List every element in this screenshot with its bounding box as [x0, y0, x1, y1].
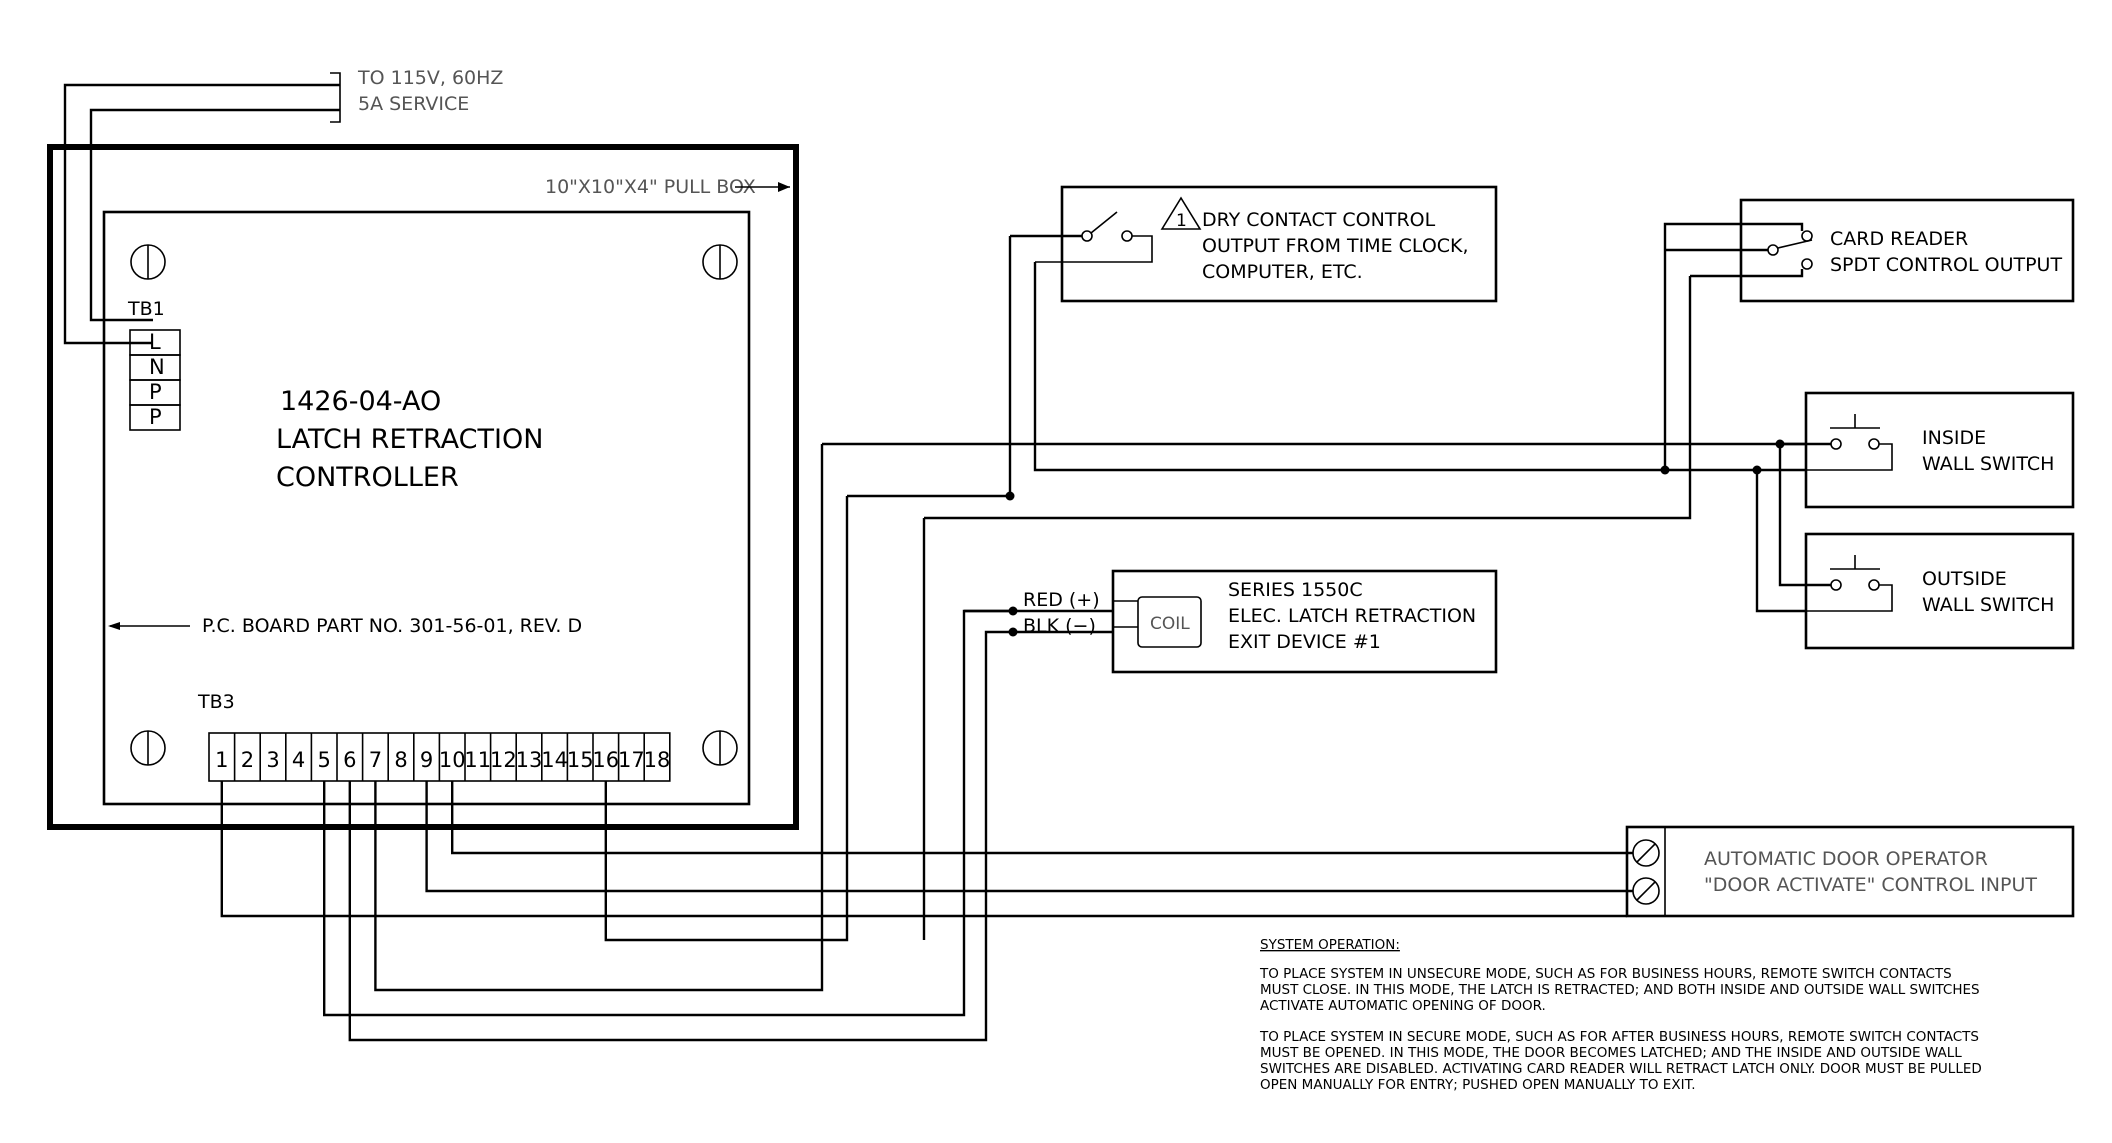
tb1-terminal-label: P [149, 405, 162, 429]
exit-device-line1: SERIES 1550C [1228, 579, 1363, 601]
card-reader-line1: CARD READER [1830, 228, 1968, 250]
mounting-screw-icon [130, 244, 166, 280]
mounting-screw-icon [702, 730, 738, 766]
controller-name-line1: LATCH RETRACTION [276, 424, 543, 455]
tb1-terminal [129, 404, 181, 431]
system-operation-line: OPEN MANUALLY FOR ENTRY; PUSHED OPEN MAN… [1260, 1077, 1696, 1093]
blk-minus-label: BLK (−) [1023, 615, 1096, 637]
tb3-wire-run [451, 781, 1633, 855]
exit-device-line3: EXIT DEVICE #1 [1228, 631, 1381, 653]
outside-pushbutton-icon [1806, 555, 1893, 612]
system-operation-line: MUST CLOSE. IN THIS MODE, THE LATCH IS R… [1260, 982, 1980, 998]
tb1-terminal-label: N [149, 355, 165, 379]
tb3-wire-run [220, 781, 1627, 918]
supply-line1: TO 115V, 60HZ [357, 67, 503, 89]
door-operator-line2: "DOOR ACTIVATE" CONTROL INPUT [1704, 874, 2037, 896]
tb3-terminal-label: 8 [394, 748, 407, 772]
tb3-terminal-label: 12 [490, 748, 517, 772]
system-operation-line: TO PLACE SYSTEM IN SECURE MODE, SUCH AS … [1259, 1029, 1979, 1045]
dry-contact-line3: COMPUTER, ETC. [1202, 261, 1363, 283]
inside-wall-switch-box [1804, 391, 2075, 509]
inside-switch-line2: WALL SWITCH [1922, 453, 2054, 475]
system-operation-line: ACTIVATE AUTOMATIC OPENING OF DOOR. [1260, 998, 1546, 1014]
tb3-terminal-label: 5 [318, 748, 331, 772]
tb3-field-runs [220, 444, 1633, 1042]
tb3-wire-run [425, 781, 1633, 893]
card-reader-line2: SPDT CONTROL OUTPUT [1830, 254, 2062, 276]
tb1-title: TB1 [127, 298, 165, 320]
dry-contact-line2: OUTPUT FROM TIME CLOCK, [1202, 235, 1469, 257]
tb3-terminal-label: 10 [439, 748, 466, 772]
tb3-terminal-label: 9 [420, 748, 433, 772]
dry-contact-box [1060, 185, 1498, 303]
field-wiring [822, 236, 1831, 634]
tb3-terminal-label: 7 [369, 748, 382, 772]
coil-label: COIL [1150, 614, 1190, 634]
supply-line2: 5A SERVICE [358, 93, 469, 115]
tb3-terminal-label: 14 [541, 748, 568, 772]
tb3-terminal-label: 2 [241, 748, 254, 772]
board-label: P.C. BOARD PART NO. 301-56-01, REV. D [202, 615, 582, 637]
tb3-terminal-label: 3 [266, 748, 279, 772]
tb3-terminal-label: 11 [464, 748, 491, 772]
outside-switch-line2: WALL SWITCH [1922, 594, 2054, 616]
exit-device-line2: ELEC. LATCH RETRACTION [1228, 605, 1476, 627]
exit-device-box [1111, 569, 1498, 674]
inside-switch-line1: INSIDE [1922, 427, 1986, 449]
tb3-terminal-label: 1 [215, 748, 228, 772]
tb3-wire-run [374, 444, 824, 992]
tb3-wire-run [604, 496, 849, 942]
tb1-terminal-label: P [149, 380, 162, 404]
tb3-terminal-label: 18 [644, 748, 671, 772]
outside-switch-line1: OUTSIDE [1922, 568, 2007, 590]
system-operation-line: SWITCHES ARE DISABLED. ACTIVATING CARD R… [1260, 1061, 1982, 1077]
card-reader-box [1739, 198, 2075, 303]
inside-pushbutton-icon [1806, 414, 1893, 471]
tb3-terminal-label: 6 [343, 748, 356, 772]
tb1-terminal-label: L [149, 330, 161, 354]
system-operation-line: MUST BE OPENED. IN THIS MODE, THE DOOR B… [1260, 1045, 1962, 1061]
tb3-terminal-label: 4 [292, 748, 305, 772]
pc-board [102, 210, 751, 806]
outside-wall-switch-box [1804, 532, 2075, 650]
dry-contact-line1: DRY CONTACT CONTROL [1202, 209, 1436, 231]
system-operation-notes: SYSTEM OPERATION: TO PLACE SYSTEM IN UNS… [1259, 937, 1982, 1093]
controller-model: 1426-04-AO [280, 386, 441, 417]
tb3-terminal-label: 17 [618, 748, 645, 772]
system-operation-heading: SYSTEM OPERATION: [1260, 937, 1400, 953]
mounting-screw-icon [702, 244, 738, 280]
tb3-wire-run [323, 609, 1013, 1017]
tb3-title: TB3 [197, 691, 235, 713]
controller-name-line2: CONTROLLER [276, 462, 459, 493]
red-plus-label: RED (+) [1023, 589, 1100, 611]
pull-box-label: 10"X10"X4" PULL BOX [545, 176, 756, 198]
tb3-terminal-label: 13 [516, 748, 543, 772]
mounting-screw-icon [130, 730, 166, 766]
door-operator-terminal-strip [1626, 826, 1666, 917]
coil-box [1137, 596, 1202, 648]
note-number: 1 [1176, 211, 1187, 231]
tb3-wire-run [348, 630, 1013, 1042]
tb3-terminal-label: 15 [567, 748, 594, 772]
door-operator-line1: AUTOMATIC DOOR OPERATOR [1704, 848, 1988, 870]
power-supply-leads: TO 115V, 60HZ 5A SERVICE [63, 67, 503, 345]
door-operator-box [1625, 825, 2075, 918]
note-1-triangle-icon: 1 [1160, 196, 1202, 231]
tb3-terminal-label: 16 [592, 748, 619, 772]
card-reader-relay-icon [1663, 222, 1813, 278]
pull-box [47, 144, 799, 830]
system-operation-line: TO PLACE SYSTEM IN UNSECURE MODE, SUCH A… [1259, 966, 1952, 982]
dry-contact-switch-icon [1010, 211, 1153, 263]
